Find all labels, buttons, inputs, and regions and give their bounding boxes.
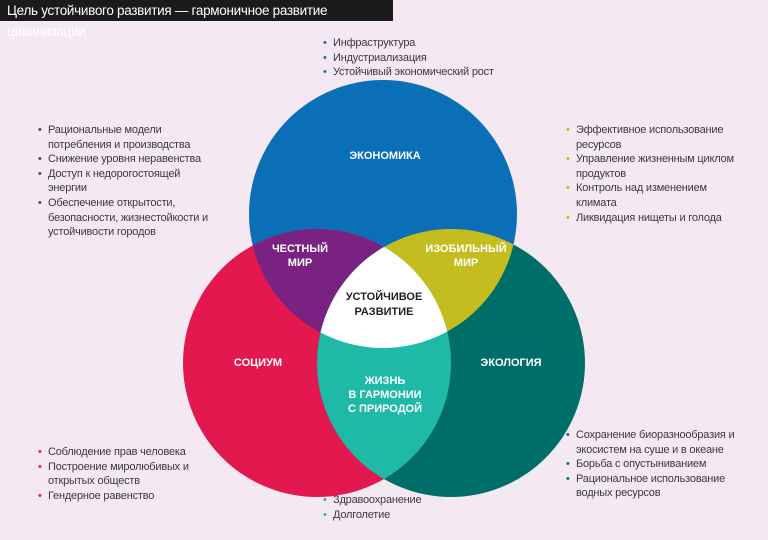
region-center — [317, 229, 451, 348]
economy-list: Инфраструктура Индустриализация Устойчив… — [323, 36, 523, 80]
list-item: Инфраструктура — [323, 36, 523, 51]
list-item: Борьба с опустыниванием — [566, 457, 746, 472]
label-economy: ЭКОНОМИКА — [349, 150, 420, 162]
list-item: Устойчивый экономический рост — [323, 65, 523, 80]
list-item: Снижение уровня неравенства — [38, 152, 210, 167]
label-center: УСТОЙЧИВОЕ — [346, 290, 423, 303]
page-title: Цель устойчивого развития — гармоничное … — [0, 0, 393, 39]
list-item: Сохранение биоразнообразия и экосистем н… — [566, 428, 746, 457]
list-item: Здравоохранение — [323, 493, 463, 508]
label-center: РАЗВИТИЕ — [354, 306, 413, 318]
list-item: Гендерное равенство — [38, 489, 198, 504]
list-item: Управление жизненным циклом продуктов — [566, 152, 738, 181]
label-fair-world: МИР — [288, 257, 312, 269]
harmony-list: Здравоохранение Долголетие — [323, 493, 463, 522]
label-fair-world: ЧЕСТНЫЙ — [272, 242, 328, 255]
list-item: Индустриализация — [323, 51, 523, 66]
list-item: Контроль над изменением климата — [566, 181, 738, 210]
label-harmony: С ПРИРОДОЙ — [348, 402, 422, 415]
fair-world-list: Рациональные модели потребления и произв… — [38, 123, 210, 240]
list-item: Обеспечение открытости, безопасности, жи… — [38, 196, 210, 240]
label-society: СОЦИУМ — [234, 357, 282, 369]
label-ecology: ЭКОЛОГИЯ — [480, 357, 541, 369]
list-item: Долголетие — [323, 508, 463, 523]
society-list: Соблюдение прав человека Построение миро… — [38, 445, 198, 503]
list-item: Соблюдение прав человека — [38, 445, 198, 460]
list-item: Рациональные модели потребления и произв… — [38, 123, 210, 152]
label-abundant-world: ИЗОБИЛЬНЫЙ — [425, 242, 506, 255]
list-item: Эффективное использование ресурсов — [566, 123, 738, 152]
list-item: Построение миролюбивых и открытых общест… — [38, 460, 198, 489]
ecology-list: Сохранение биоразнообразия и экосистем н… — [566, 428, 746, 501]
list-item: Доступ к недорогостоящей энергии — [38, 167, 210, 196]
label-harmony: В ГАРМОНИИ — [348, 389, 421, 401]
label-harmony: ЖИЗНЬ — [364, 375, 406, 387]
list-item: Ликвидация нищеты и голода — [566, 211, 738, 226]
label-abundant-world: МИР — [454, 257, 478, 269]
abundant-world-list: Эффективное использование ресурсов Управ… — [566, 123, 738, 225]
list-item: Рациональное использование водных ресурс… — [566, 472, 746, 501]
